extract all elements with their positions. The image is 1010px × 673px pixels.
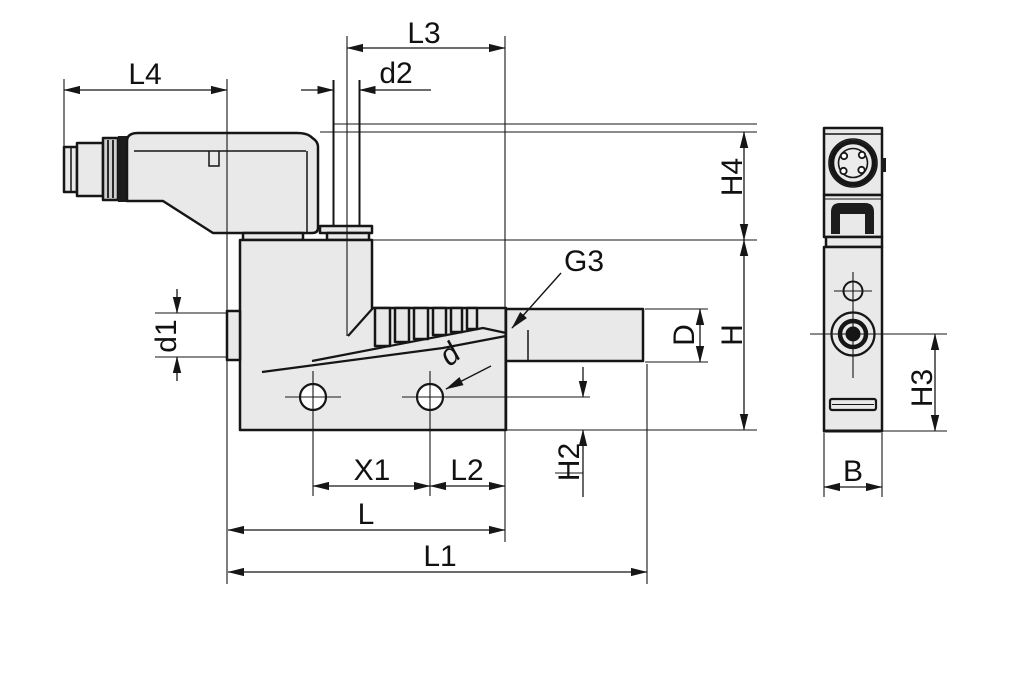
dim-label-d1: d1 (150, 319, 183, 352)
neck-band (824, 235, 884, 249)
dim-label-G3: G3 (564, 245, 604, 278)
dimension-annotations: L4 L3 d2 X1 L2 L L1 G3 B d1 D H4 H H2 H3… (63, 17, 947, 584)
barb-tooth (412, 306, 430, 341)
cable-connector-assembly (62, 131, 320, 242)
dim-label-d2: d2 (379, 57, 412, 90)
dim-label-D: D (668, 324, 701, 346)
dim-label-H3: H3 (906, 369, 939, 407)
barb-tooth (393, 306, 411, 344)
dim-label-X1: X1 (354, 454, 391, 487)
dim-label-L2: L2 (450, 454, 483, 487)
outlet-cylinder (504, 307, 645, 363)
latch-clip-window (840, 214, 865, 234)
plug-seal-band (118, 136, 127, 202)
body-slant-edge (261, 334, 507, 374)
side-view (822, 126, 886, 433)
front-view (62, 80, 645, 496)
leader-G3 (511, 272, 562, 329)
dim-label-H2: H2 (553, 443, 586, 481)
plug-clamp-ring (101, 136, 120, 202)
connector-pin (839, 166, 848, 176)
body-chamfer-edge (347, 307, 374, 337)
side-nub (225, 309, 242, 362)
leader-d (445, 365, 492, 390)
dim-label-L4: L4 (128, 58, 161, 91)
connector-pin (857, 150, 867, 160)
barb-tooth (373, 306, 392, 348)
dim-label-L3: L3 (407, 17, 440, 50)
barb-tooth (431, 306, 448, 337)
housing-seam-notch (208, 151, 220, 167)
dim-label-H4: H4 (716, 158, 749, 196)
plug-body (75, 141, 105, 198)
connector-thread-ring (829, 139, 877, 187)
connector-pin (857, 165, 866, 175)
tube-fitting (318, 80, 374, 242)
barb-cone-underside (311, 326, 507, 363)
connector-outer-ring (828, 138, 878, 188)
dim-label-L1: L1 (423, 540, 456, 573)
dim-label-H: H (716, 324, 749, 346)
dim-label-L: L (358, 498, 375, 531)
cable-connector-housing (125, 131, 320, 235)
barb-tooth (449, 306, 464, 334)
dim-label-B: B (843, 455, 863, 488)
side-connector-tab (881, 158, 886, 172)
barb-tooth (465, 306, 479, 331)
ejector-body-outline (238, 238, 508, 432)
connector-pin (839, 151, 849, 161)
